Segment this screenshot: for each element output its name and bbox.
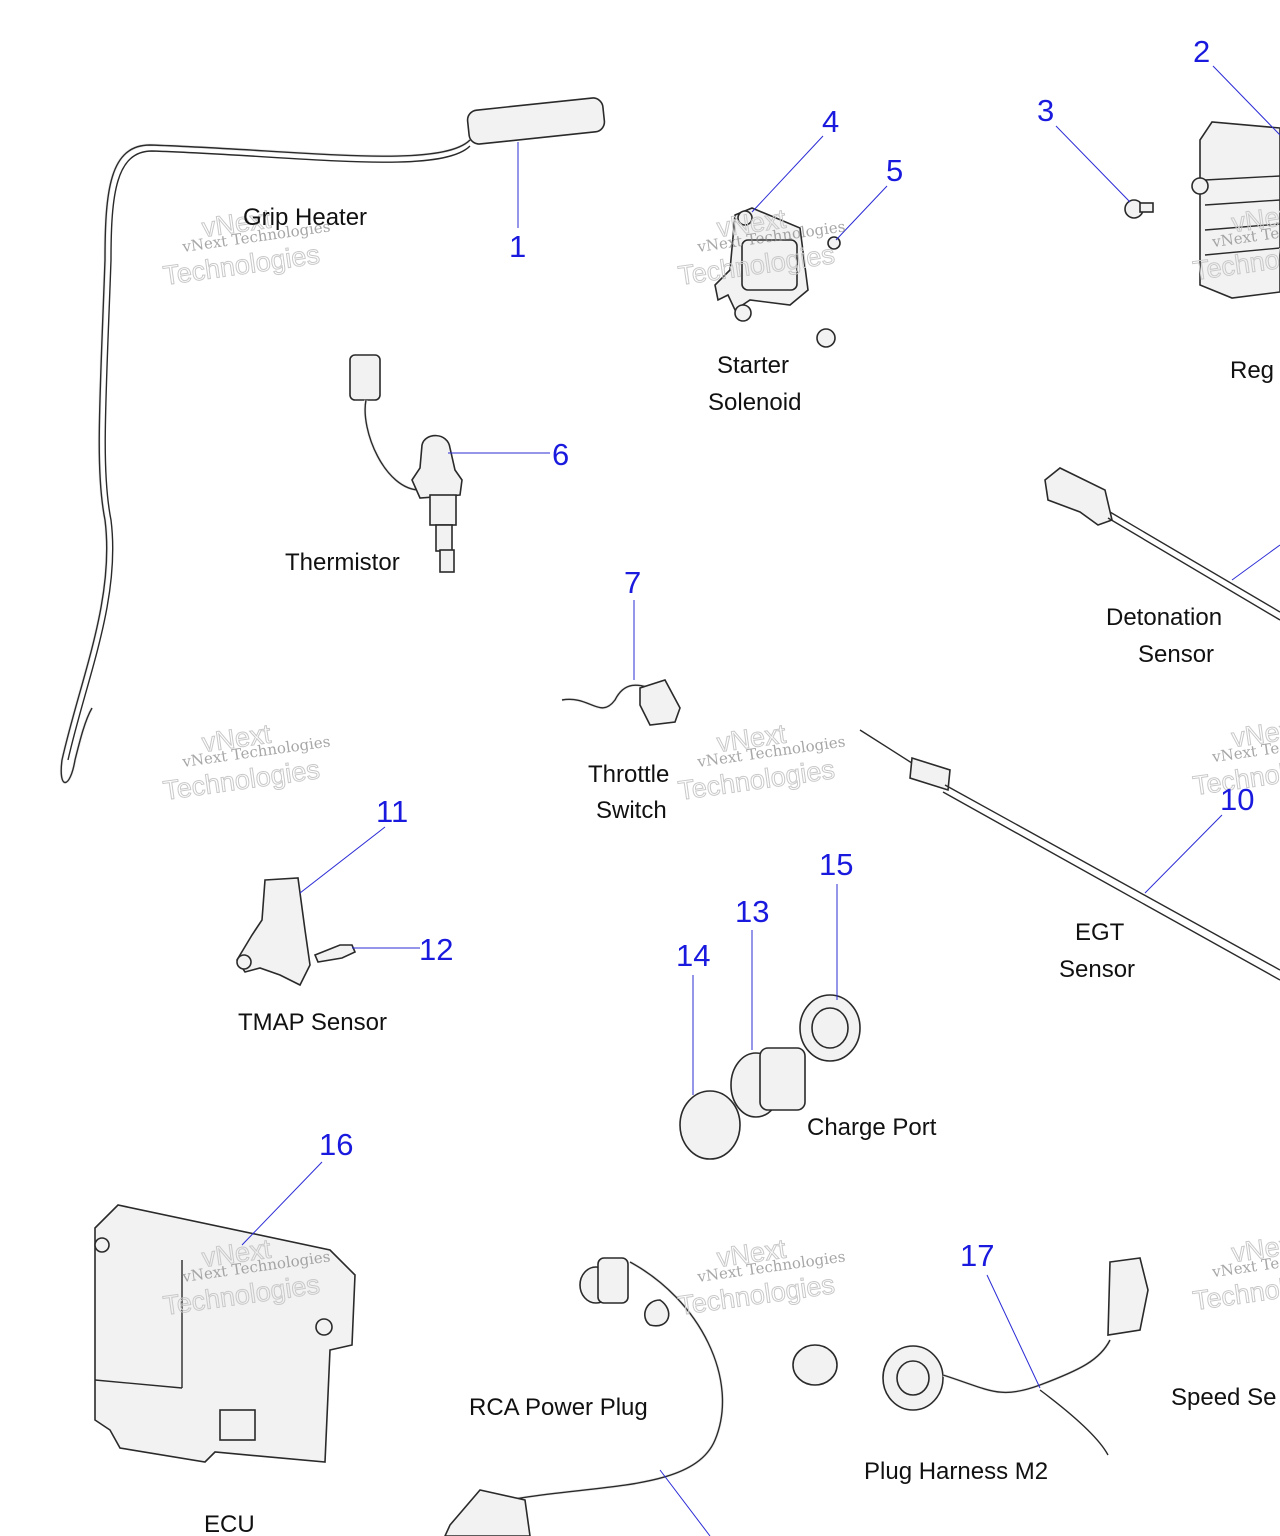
starter-solenoid-part: [714, 207, 841, 348]
label-starter-solenoid-line2: Solenoid: [708, 389, 801, 416]
callout-14: 14: [676, 938, 710, 973]
watermark-8: vNext Technologies vNext Technologies: [676, 1233, 847, 1321]
tmap-sensor-part: [236, 877, 357, 987]
label-speed-sensor: Speed Se: [1171, 1384, 1276, 1411]
callout-15: 15: [819, 847, 853, 882]
label-ecu: ECU: [204, 1511, 255, 1536]
label-grip-heater: Grip Heater: [243, 204, 367, 231]
label-charge-port: Charge Port: [807, 1114, 937, 1141]
label-starter-solenoid-line1: Starter: [717, 352, 789, 379]
callout-4: 4: [822, 104, 839, 139]
charge-port-part: [679, 994, 861, 1160]
label-regulator: Reg: [1230, 357, 1274, 384]
callout-17: 17: [960, 1238, 994, 1273]
label-plug-harness-m2: Plug Harness M2: [864, 1458, 1048, 1485]
leader-lines: [241, 65, 1280, 1536]
egt-sensor-part: [859, 729, 1280, 981]
label-egt-sensor-line2: Sensor: [1059, 956, 1135, 983]
detonation-sensor-part: [1044, 467, 1280, 621]
rca-power-plug-part: [444, 1257, 724, 1536]
part-labels: Grip Heater Starter Solenoid Reg Thermis…: [204, 204, 1276, 1536]
watermark-2: vNext Technologies vNext Technologies: [676, 203, 847, 291]
plug-harness-part: [792, 1257, 1149, 1456]
callout-2: 2: [1193, 34, 1210, 69]
throttle-switch-part: [561, 679, 681, 726]
watermark-4: vNext Technologies vNext Technologies: [161, 718, 332, 806]
callout-numbers: 1 2 3 4 5 6 7 10 11 12 13 14 15 16 17: [319, 34, 1254, 1273]
thermistor-part: [349, 354, 463, 573]
label-egt-sensor-line1: EGT: [1075, 919, 1125, 946]
label-rca-power-plug: RCA Power Plug: [469, 1394, 648, 1421]
label-detonation-sensor-line2: Sensor: [1138, 641, 1214, 668]
callout-13: 13: [735, 894, 769, 929]
callout-10: 10: [1220, 782, 1254, 817]
ecu-part: [94, 1204, 356, 1463]
callout-3: 3: [1037, 93, 1054, 128]
callout-1: 1: [509, 229, 526, 264]
callout-12: 12: [419, 932, 453, 967]
label-throttle-switch-line2: Switch: [596, 797, 667, 824]
callout-6: 6: [552, 437, 569, 472]
label-tmap-sensor: TMAP Sensor: [238, 1009, 387, 1036]
watermark-9: vNext Technologies vNext Technologies: [1191, 1228, 1280, 1316]
label-thermistor: Thermistor: [285, 549, 400, 576]
callout-11: 11: [376, 794, 408, 829]
watermark-7: vNext Technologies vNext Technologies: [161, 1233, 332, 1321]
callout-5: 5: [886, 153, 903, 188]
grip-heater-part: [59, 97, 606, 784]
callout-16: 16: [319, 1127, 353, 1162]
watermark-5: vNext Technologies vNext Technologies: [676, 718, 847, 806]
label-detonation-sensor-line1: Detonation: [1106, 604, 1222, 631]
label-throttle-switch-line1: Throttle: [588, 761, 669, 788]
callout-7: 7: [624, 565, 641, 600]
regulator-part: [1124, 121, 1280, 299]
